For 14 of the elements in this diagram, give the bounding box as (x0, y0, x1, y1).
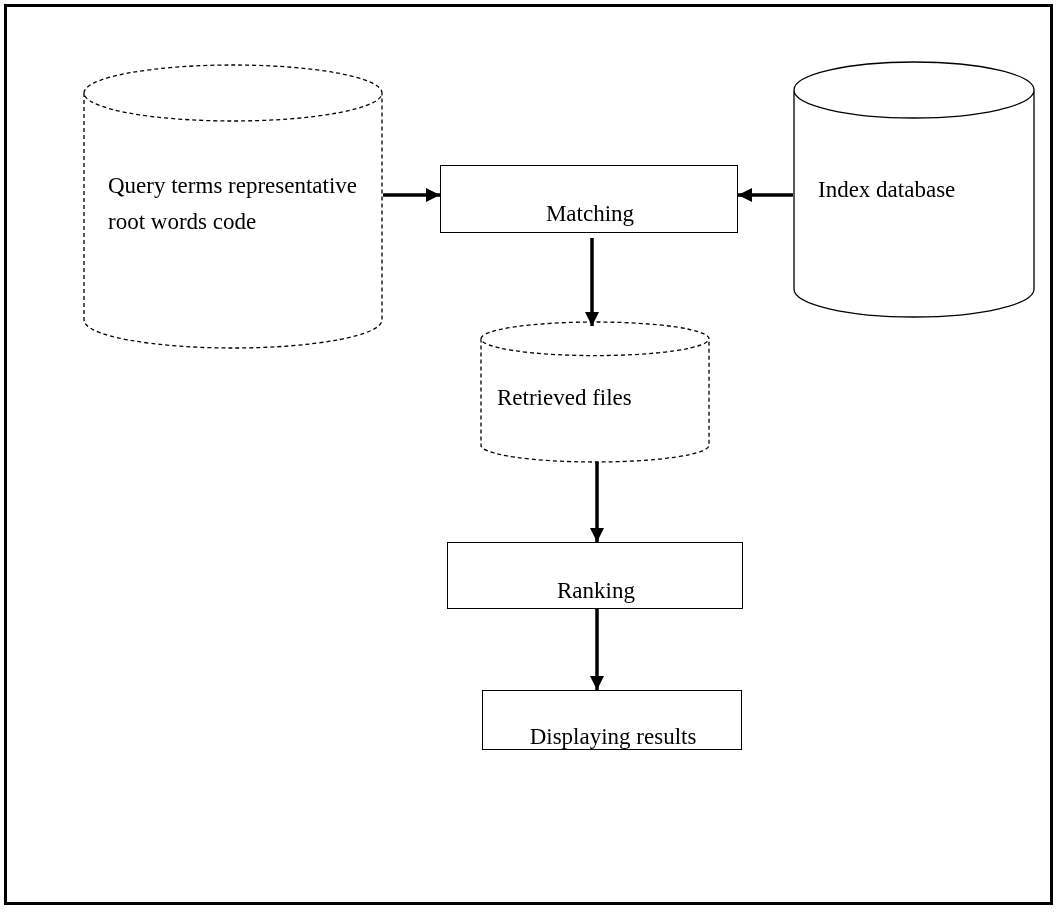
node-label: Displaying results (528, 723, 698, 751)
node-label: Matching (544, 200, 636, 228)
node-label: Retrieved files (497, 384, 633, 412)
node-label: Query terms representative root words code (108, 172, 359, 236)
arrow (585, 238, 599, 326)
arrow (383, 188, 440, 202)
process-box (440, 165, 738, 233)
arrow (590, 462, 604, 542)
process-box (482, 690, 742, 750)
arrow (590, 609, 604, 690)
arrow (738, 188, 793, 202)
node-label: Ranking (556, 577, 636, 605)
node-label: Index database (818, 176, 957, 204)
process-box (447, 542, 743, 609)
